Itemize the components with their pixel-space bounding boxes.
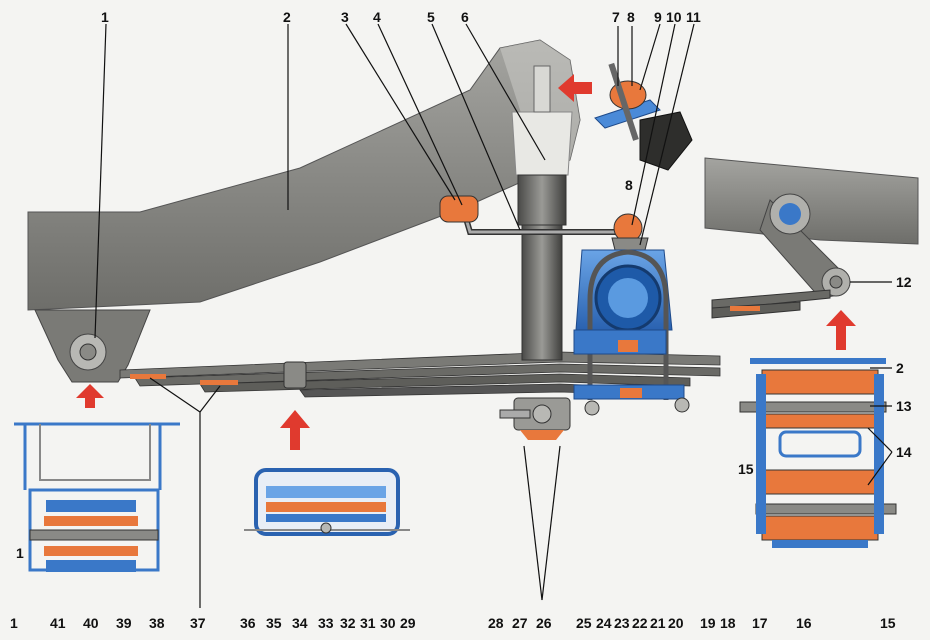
callout-3: 3 (341, 9, 349, 25)
axle-mount (573, 249, 690, 416)
callout-25: 25 (576, 615, 592, 631)
middle-clamp-detail (244, 468, 410, 536)
callout-8-top: 8 (627, 9, 635, 25)
leader-lines (94, 23, 893, 608)
callout-38: 38 (149, 615, 165, 631)
callout-22: 22 (632, 615, 648, 631)
arrow-shock-mount (558, 74, 592, 102)
callout-2-right: 2 (896, 360, 904, 376)
callout-10: 10 (666, 9, 682, 25)
front-eye-detail (14, 422, 180, 572)
callout-labels: 1 2 3 4 5 6 7 8 9 10 11 8 12 2 13 14 15 … (10, 9, 912, 631)
callout-24: 24 (596, 615, 612, 631)
callout-11: 11 (686, 9, 701, 25)
indicator-arrows (76, 74, 856, 450)
callout-18: 18 (720, 615, 736, 631)
callout-7: 7 (612, 9, 620, 25)
callout-5: 5 (427, 9, 435, 25)
callout-20: 20 (668, 615, 684, 631)
shock-absorber (499, 65, 573, 440)
callout-41: 41 (50, 615, 66, 631)
callout-14: 14 (896, 444, 912, 460)
callout-15-left: 15 (738, 461, 754, 477)
callout-37: 37 (190, 615, 206, 631)
callout-40: 40 (83, 615, 99, 631)
arrow-rear-shackle (826, 310, 856, 350)
callout-4: 4 (373, 9, 381, 25)
callout-17: 17 (752, 615, 768, 631)
callout-32: 32 (340, 615, 356, 631)
callout-1-bottom-row: 1 (10, 615, 18, 631)
callout-31: 31 (360, 615, 376, 631)
callout-39: 39 (116, 615, 132, 631)
callout-27: 27 (512, 615, 528, 631)
callout-30: 30 (380, 615, 396, 631)
callout-1-bottom: 1 (16, 545, 24, 561)
callout-8-bottom: 8 (625, 177, 633, 193)
callout-29: 29 (400, 615, 416, 631)
arrow-middle-clamp (280, 410, 310, 450)
callout-36: 36 (240, 615, 256, 631)
callout-28: 28 (488, 615, 504, 631)
frame-side-member (27, 39, 581, 311)
callout-12: 12 (896, 274, 912, 290)
callout-21: 21 (650, 615, 666, 631)
leaf-spring (119, 351, 721, 398)
callout-16: 16 (796, 615, 812, 631)
callout-23: 23 (614, 615, 630, 631)
callout-15-right: 15 (880, 615, 896, 631)
rear-shackle (711, 193, 851, 319)
callout-1-top: 1 (101, 9, 109, 25)
callout-33: 33 (318, 615, 334, 631)
callout-19: 19 (700, 615, 716, 631)
callout-34: 34 (292, 615, 308, 631)
callout-6: 6 (461, 9, 469, 25)
front-bracket (34, 309, 151, 383)
callout-26: 26 (536, 615, 552, 631)
callout-35: 35 (266, 615, 282, 631)
callout-2: 2 (283, 9, 291, 25)
callout-9: 9 (654, 9, 662, 25)
arrow-front-eye (76, 384, 104, 408)
rear-shackle-detail (739, 358, 897, 548)
rear-frame-piece (704, 157, 919, 245)
callout-13: 13 (896, 398, 912, 414)
